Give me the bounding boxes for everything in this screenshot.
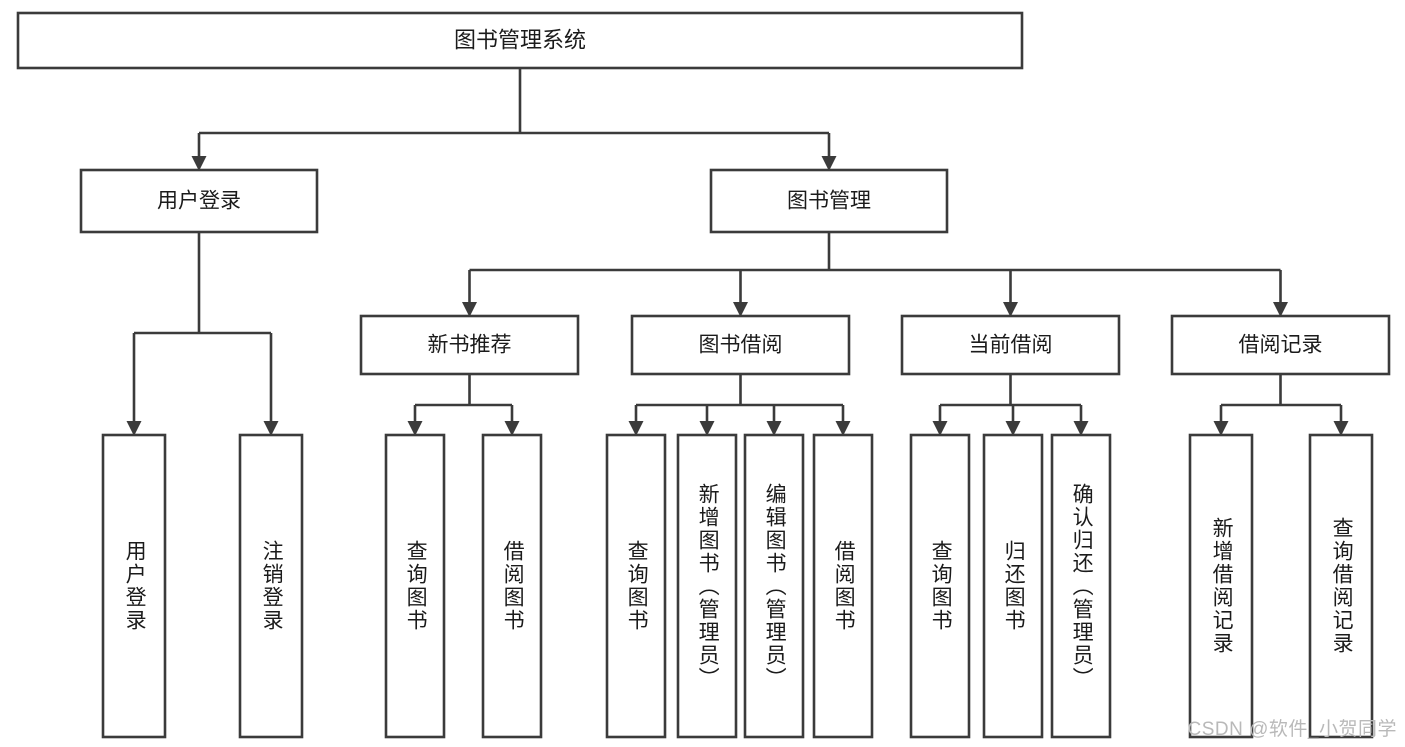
connector-arrow-icon [126, 421, 142, 436]
connector-lines-group [126, 68, 1349, 436]
connector-arrow-icon [821, 156, 837, 171]
node-box-leaf-edit-book-admin[interactable] [743, 433, 805, 739]
connector-arrow-icon [1273, 302, 1288, 317]
node-box-leaf-borrow-book-1[interactable] [481, 433, 543, 739]
connector-arrow-icon [462, 302, 477, 317]
connector-arrow-icon [733, 302, 748, 317]
node-box-new-book-recommend[interactable] [359, 314, 580, 376]
connector-arrow-icon [932, 421, 948, 436]
node-box-user-login[interactable] [79, 168, 319, 234]
node-box-leaf-borrow-book-2[interactable] [812, 433, 874, 739]
node-box-leaf-query-borrow-record[interactable] [1308, 433, 1374, 739]
node-box-leaf-query-book-3[interactable] [909, 433, 971, 739]
connector-arrow-icon [263, 421, 279, 436]
node-box-current-borrow[interactable] [900, 314, 1121, 376]
node-boxes-group [16, 11, 1391, 739]
node-box-leaf-query-book-1[interactable] [384, 433, 446, 739]
connector-arrow-icon [628, 421, 644, 436]
connector-arrow-icon [191, 156, 207, 171]
node-label-new-book-recommend: 新书推荐 [428, 334, 512, 357]
node-box-leaf-user-login[interactable] [101, 433, 167, 739]
csdn-watermark: CSDN @软件_小贺同学 [1187, 719, 1397, 740]
node-label-book-borrow: 图书借阅 [699, 334, 783, 357]
connector-arrow-icon [1003, 302, 1018, 317]
connector-arrow-icon [699, 421, 715, 436]
connector-arrow-icon [1073, 421, 1089, 436]
connector-arrow-icon [1005, 421, 1021, 436]
node-label-book-manage: 图书管理 [787, 190, 871, 213]
connector-arrow-icon [1333, 421, 1349, 436]
node-box-leaf-confirm-return-admin[interactable] [1050, 433, 1112, 739]
node-box-root[interactable] [16, 11, 1024, 70]
connector-arrow-icon [835, 421, 851, 436]
node-box-borrow-record[interactable] [1170, 314, 1391, 376]
node-box-leaf-add-book-admin[interactable] [676, 433, 738, 739]
node-label-user-login: 用户登录 [157, 190, 241, 213]
connector-arrow-icon [1213, 421, 1229, 436]
connector-arrow-icon [504, 421, 520, 436]
connector-arrow-icon [407, 421, 423, 436]
node-box-book-borrow[interactable] [630, 314, 851, 376]
node-box-book-manage[interactable] [709, 168, 949, 234]
node-label-root: 图书管理系统 [454, 27, 586, 52]
node-box-leaf-return-book[interactable] [982, 433, 1044, 739]
node-label-borrow-record: 借阅记录 [1239, 334, 1323, 357]
node-label-current-borrow: 当前借阅 [969, 334, 1053, 357]
connector-arrow-icon [766, 421, 782, 436]
node-box-leaf-query-book-2[interactable] [605, 433, 667, 739]
node-box-leaf-add-borrow-record[interactable] [1188, 433, 1254, 739]
node-box-leaf-logout[interactable] [238, 433, 304, 739]
